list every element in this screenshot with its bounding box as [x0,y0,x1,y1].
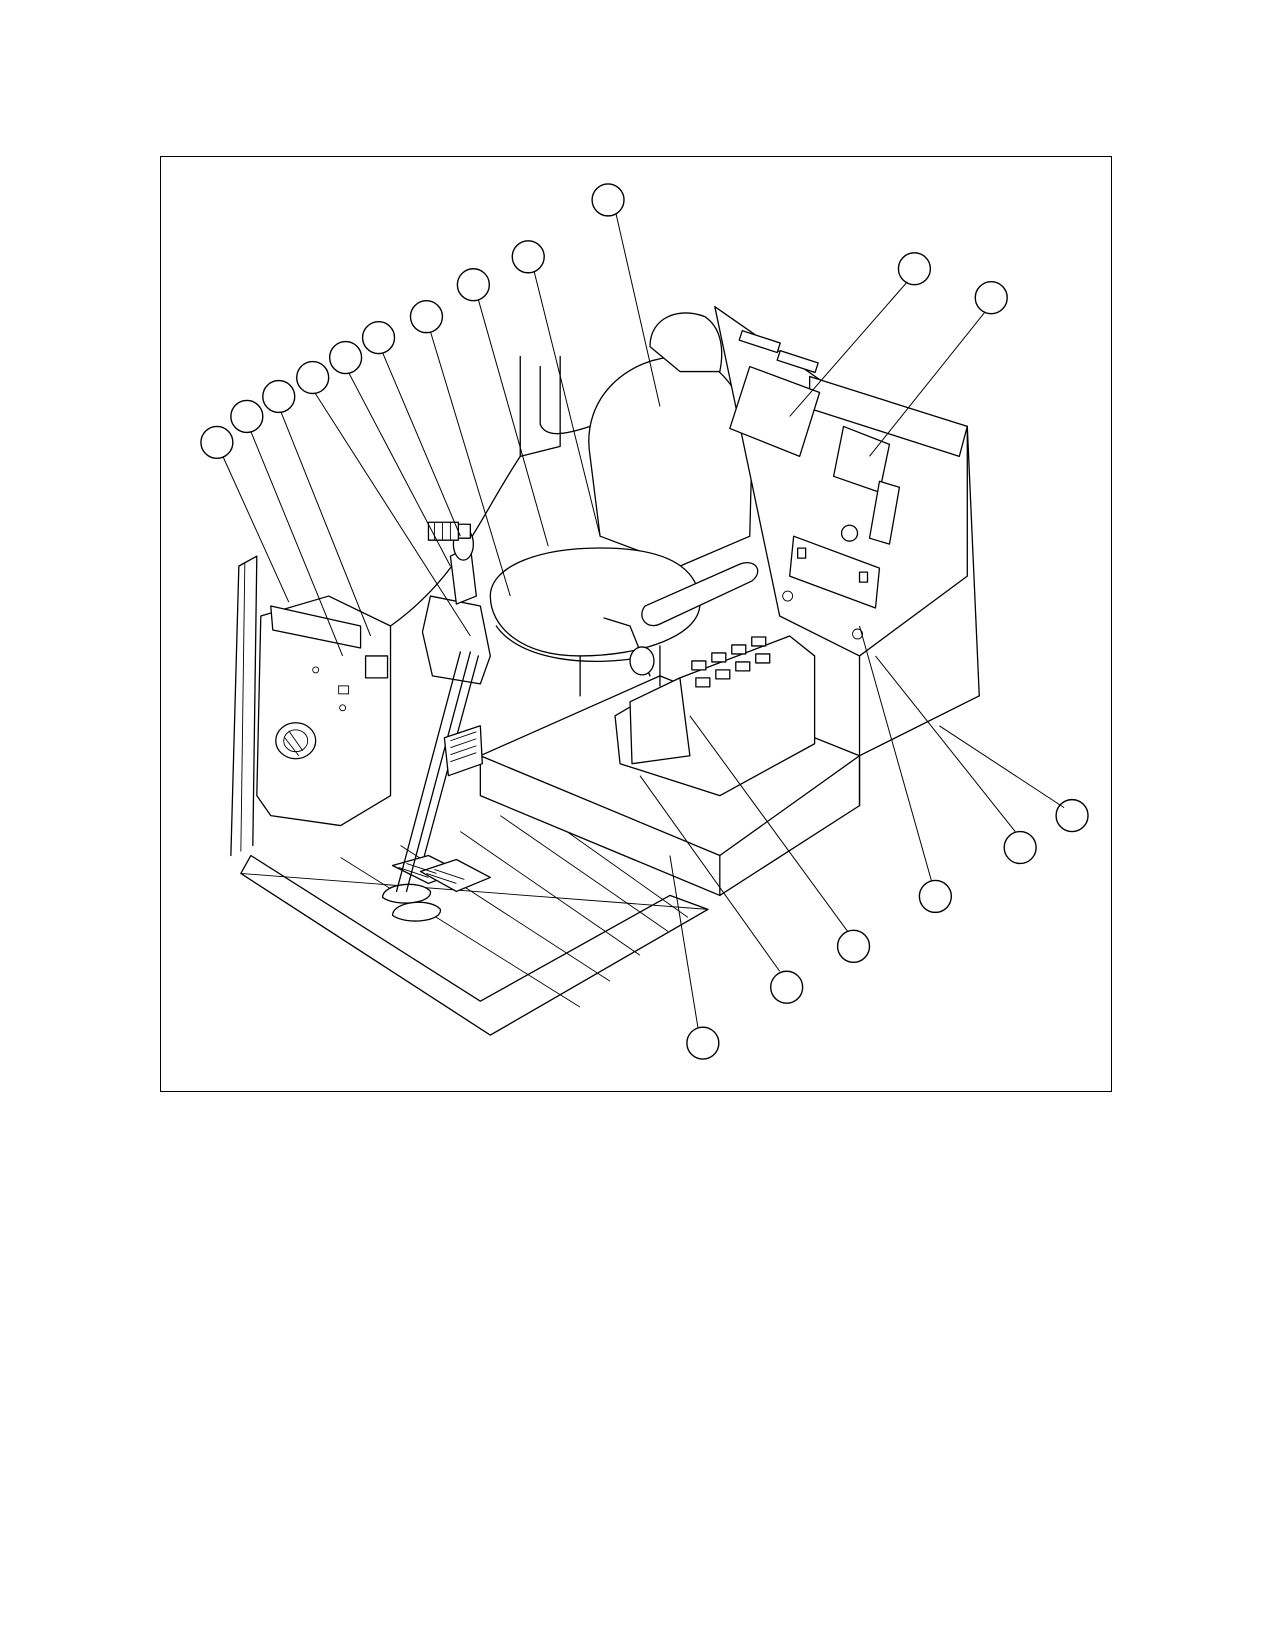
callout-balloon [296,360,330,395]
right-switch-panel [691,636,771,688]
cab-interior-drawing [200,183,1089,1060]
pedals [381,651,491,922]
callout-balloon [361,320,396,355]
callout-balloon [262,379,296,414]
callout-balloon [409,299,444,334]
left-console [256,595,392,827]
callout-balloons [200,183,1089,1060]
callout-balloon [591,183,625,217]
cab-interior-figure [160,156,1112,1092]
callout-balloon [974,281,1008,315]
callout-balloon [836,929,871,963]
callout-balloon [456,268,491,302]
operator-seat [489,312,759,697]
left-control-console [421,521,491,685]
callout-balloon [328,340,363,375]
callout-balloon [200,425,234,460]
callout-balloon [230,399,264,434]
callout-balloon [897,252,932,286]
callout-balloon [1055,798,1089,833]
callout-balloon [686,1026,720,1060]
right-rear-panel [714,306,980,807]
callout-balloon [511,240,545,274]
callout-balloon [1003,830,1037,865]
rear-wall-left [389,355,591,627]
callout-balloon [918,879,953,914]
leader-lines [222,213,1065,1028]
callout-balloon [770,970,804,1004]
right-control-console [603,617,816,797]
floor-vent [443,725,483,777]
left-pillar [230,555,258,857]
floor-plate [240,805,710,1036]
